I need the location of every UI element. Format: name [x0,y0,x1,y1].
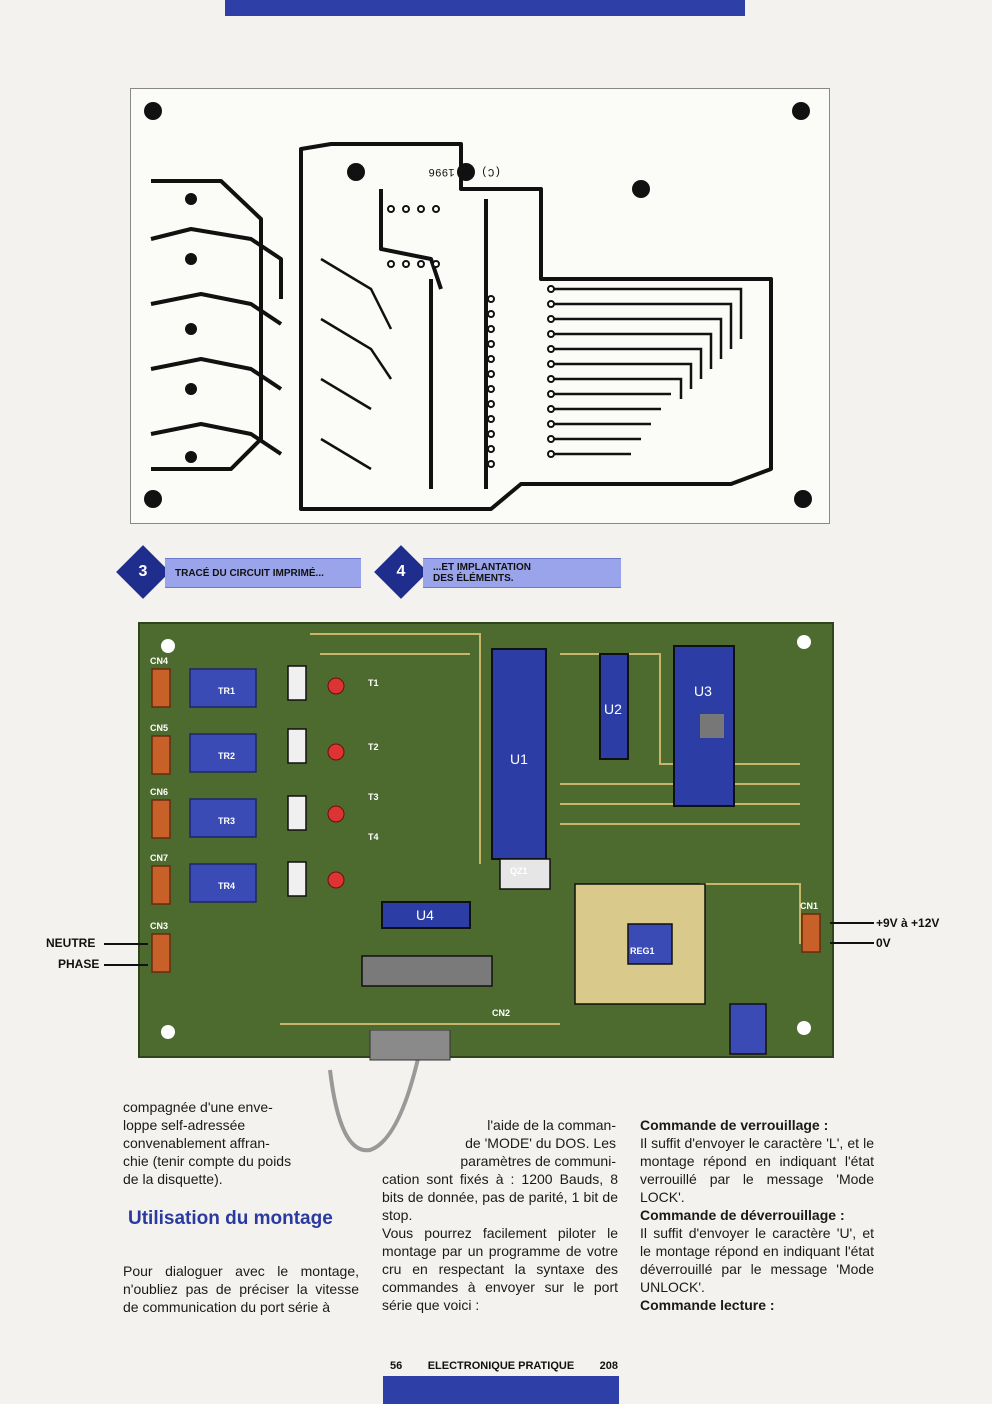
label-cn6: CN6 [150,787,168,797]
col2-paragraph: cation sont fixés à : 1200 Bauds, 8 bits… [382,1171,618,1223]
magazine-name: ELECTRONIQUE PRATIQUE [427,1360,575,1372]
col1-line: convenablement affran- [123,1135,270,1151]
col1-line: compagnée d'une enve- [123,1099,273,1115]
label-u1: U1 [510,751,528,767]
label-tr1: TR1 [218,686,235,696]
label-cn4: CN4 [150,656,168,666]
section-heading: Utilisation du montage [128,1208,333,1229]
top-accent-bar [225,0,745,16]
col2-line: paramètres de communi- [460,1153,616,1169]
col1-line: loppe self-adressée [123,1117,246,1133]
power-zero-wire [830,942,874,944]
issue-number: 208 [599,1360,618,1372]
label-u3: U3 [694,683,712,699]
page-number: 56 [390,1360,403,1372]
label-neutre: NEUTRE [46,936,96,950]
figure-4-caption: ...ET IMPLANTATION DES ÉLÉMENTS. [423,558,621,588]
command-unlock-text: Il suffit d'envoyer le caractère 'U', et… [640,1225,874,1295]
command-lock-heading: Commande de verrouillage : [640,1117,829,1133]
col2-line: de 'MODE' du DOS. Les [465,1135,616,1151]
figure-3-number: 3 [138,563,148,580]
col1-line: chie (tenir compte du poids [123,1153,292,1169]
col1-intro: compagnée d'une enve- loppe self-adressé… [123,1098,313,1188]
neutre-wire [104,943,148,945]
col2-intro: l'aide de la comman- de 'MODE' du DOS. L… [440,1116,616,1170]
figure-4-number: 4 [396,563,406,580]
footer-accent-bar [383,1376,619,1404]
component-board-drawing: CN4 CN5 CN6 CN7 CN3 CN1 CN2 TR1 TR2 TR3 … [150,633,821,1055]
figure-4-caption-line2: DES ÉLÉMENTS. [433,573,514,584]
col2-paragraph-2: Vous pourrez facilement piloter le monta… [382,1225,618,1313]
col2-line: l'aide de la comman- [487,1117,616,1133]
pcb-trace-drawing: (C) MP 1996 [144,102,812,511]
label-tr4: TR4 [218,881,235,891]
label-cn3: CN3 [150,921,168,931]
label-phase: PHASE [58,957,100,971]
label-cn5: CN5 [150,723,168,733]
pcb-copyright: (C) MP 1996 [428,165,501,177]
serial-cable [328,1030,451,1153]
label-t3: T3 [368,792,379,802]
label-cn7: CN7 [150,853,168,863]
phase-wire [104,964,148,966]
label-t4: T4 [368,832,379,842]
col1-line: de la disquette). [123,1171,223,1187]
label-qz1: QZ1 [510,866,528,876]
command-lock-text: Il suffit d'envoyer le caractère 'L', et… [640,1135,874,1205]
label-tr2: TR2 [218,751,235,761]
label-t2: T2 [368,742,379,752]
figure-3-caption: TRACÉ DU CIRCUIT IMPRIMÉ... [165,558,361,588]
label-u2: U2 [604,701,622,717]
figure-4-caption-line1: ...ET IMPLANTATION [433,562,531,573]
label-cn1: CN1 [800,901,818,911]
label-tr3: TR3 [218,816,235,826]
col1-paragraph: Pour dialoguer avec le montage, n'oublie… [123,1263,359,1315]
label-cn2: CN2 [492,1008,510,1018]
command-unlock-heading: Commande de déverrouillage : [640,1207,845,1223]
label-t1: T1 [368,678,379,688]
label-power-zero: 0V [876,936,891,950]
component-board: CN4 CN5 CN6 CN7 CN3 CN1 CN2 TR1 TR2 TR3 … [138,622,834,1058]
col3: Commande de verrouillage : Il suffit d'e… [640,1116,874,1314]
command-read-heading: Commande lecture : [640,1297,775,1313]
power-plus-wire [830,922,874,924]
label-u4: U4 [416,907,434,923]
pcb-trace-figure: (C) MP 1996 [130,88,830,524]
page-footer: 56 ELECTRONIQUE PRATIQUE 208 [390,1360,618,1372]
label-reg1: REG1 [630,946,655,956]
label-power-plus: +9V à +12V [876,916,940,930]
